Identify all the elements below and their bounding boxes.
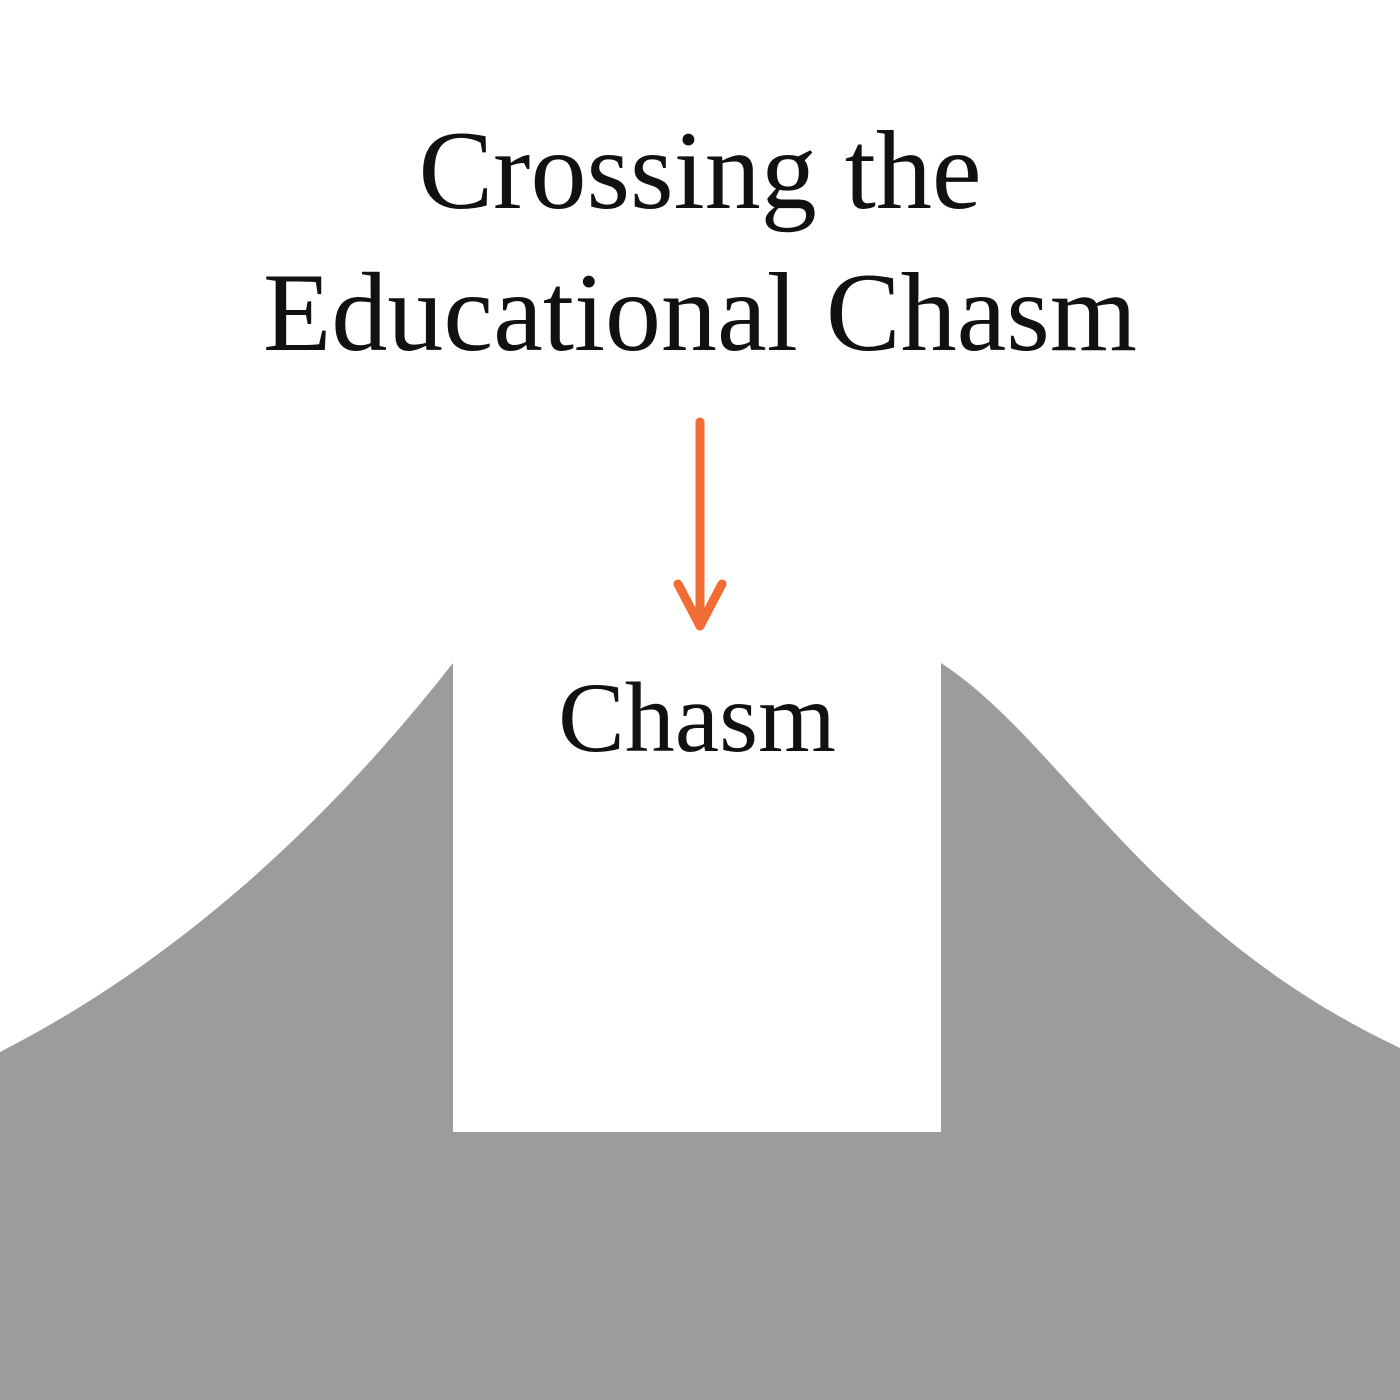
title-line-1: Crossing the [418,109,982,233]
title-line-2: Educational Chasm [262,251,1137,375]
left-cliff [0,663,1400,1400]
chasm-label: Chasm [558,662,836,773]
diagram-title: Crossing the Educational Chasm [0,100,1400,384]
arrow-down-icon [673,417,727,631]
